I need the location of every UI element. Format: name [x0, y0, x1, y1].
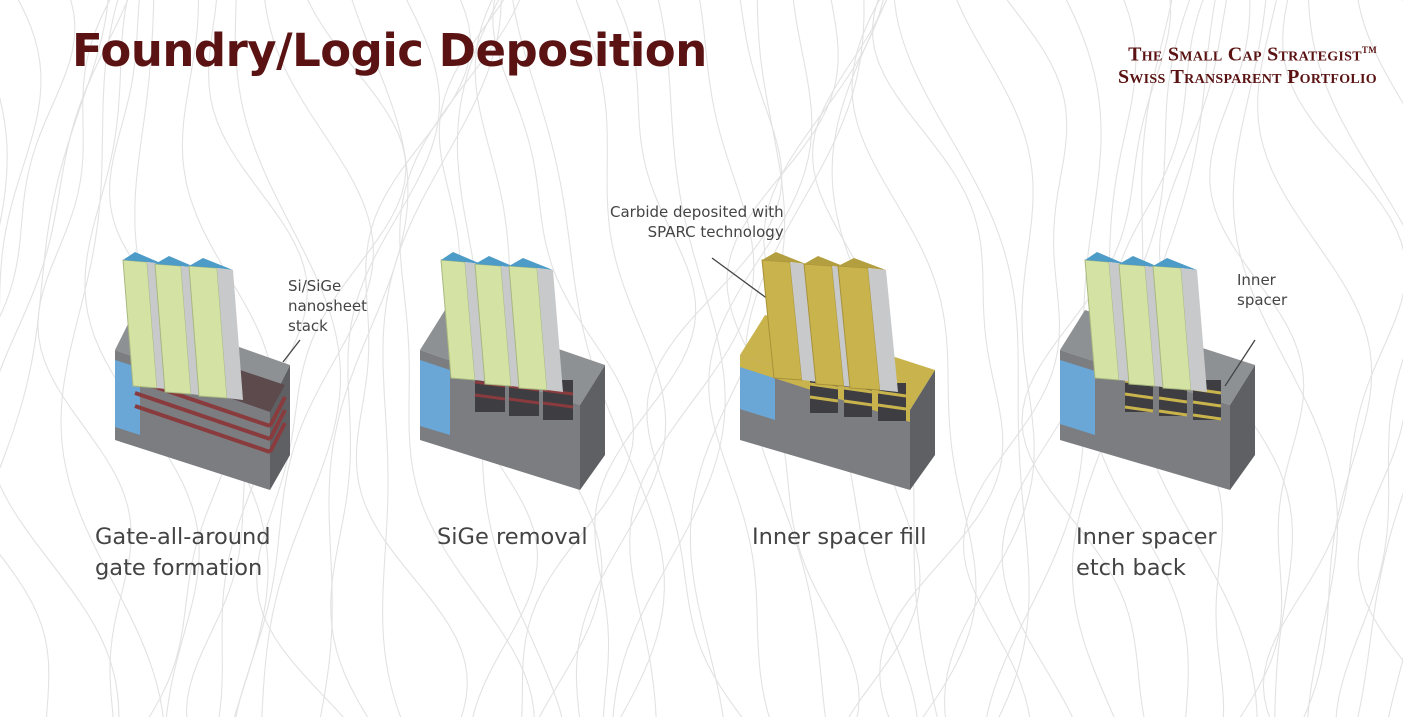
inner-spacer-fill-diagram — [711, 252, 935, 490]
annotation-leader — [282, 339, 301, 363]
contour-line — [0, 0, 109, 470]
contour-line — [1209, 0, 1305, 717]
contour-line — [594, 0, 697, 717]
contour-line — [1335, 0, 1403, 717]
contour-line — [629, 0, 755, 717]
contour-line — [60, 0, 164, 717]
contour-line — [893, 0, 1030, 717]
brand-logo: The Small Cap StrategistTM Swiss Transpa… — [1118, 39, 1377, 88]
contour-line — [330, 0, 441, 717]
contour-line — [962, 0, 1068, 717]
contour-line — [1357, 0, 1403, 662]
contour-line — [492, 0, 635, 717]
step-4-caption: Inner spacer etch back — [1076, 524, 1217, 581]
gate-fins — [440, 252, 563, 392]
contour-line — [708, 0, 813, 717]
contour-line — [0, 0, 76, 717]
step-4-annotation: Inner spacer — [1237, 271, 1288, 309]
step-2-caption: SiGe removal — [437, 524, 588, 550]
annotation-leader — [1224, 339, 1256, 387]
contour-line — [185, 0, 308, 717]
contour-line — [382, 0, 502, 717]
contour-line — [646, 0, 783, 717]
contour-line — [512, 0, 665, 717]
step-2-illustration — [405, 190, 745, 510]
contour-line — [355, 0, 471, 717]
page-title: Foundry/Logic Deposition — [72, 24, 707, 77]
step-3-caption: Inner spacer fill — [752, 524, 927, 550]
step-1-illustration — [95, 190, 435, 510]
step-3-annotation: Carbide deposited with SPARC technology — [610, 203, 784, 241]
contour-line — [234, 0, 342, 717]
contour-line — [399, 0, 535, 717]
gate-fins — [1084, 252, 1207, 392]
contour-line — [319, 0, 409, 717]
contour-line — [1021, 0, 1172, 717]
contour-line — [575, 0, 667, 717]
brand-line-1: The Small Cap StrategistTM — [1128, 43, 1377, 66]
nanosheet-stack-diagram — [115, 252, 301, 490]
carbide-coated-fins — [761, 252, 898, 392]
contour-line — [84, 0, 200, 717]
contour-line — [0, 0, 42, 312]
contour-line — [1307, 0, 1403, 717]
gate-fins — [122, 252, 243, 400]
annotation-leader — [711, 257, 773, 303]
contour-line — [1257, 0, 1373, 717]
contour-line — [872, 0, 1004, 717]
step-1-caption: Gate-all-around gate formation — [95, 524, 271, 581]
inner-spacer-etch-back-diagram — [1060, 252, 1256, 490]
contour-line — [1262, 0, 1403, 717]
contour-line — [0, 0, 129, 717]
contour-line — [612, 0, 726, 717]
contour-line — [851, 0, 977, 717]
sige-removal-diagram — [420, 252, 605, 490]
contour-line — [235, 0, 374, 717]
step-1-annotation: Si/SiGe nanosheet stack — [288, 277, 368, 335]
contour-line — [256, 0, 407, 717]
contour-line — [0, 96, 8, 227]
step-4-illustration — [1055, 190, 1395, 510]
contour-line — [37, 0, 132, 717]
step-3-illustration — [711, 190, 1070, 510]
brand-line-2: Swiss Transparent Portfolio — [1117, 65, 1377, 88]
contour-line — [181, 0, 275, 717]
